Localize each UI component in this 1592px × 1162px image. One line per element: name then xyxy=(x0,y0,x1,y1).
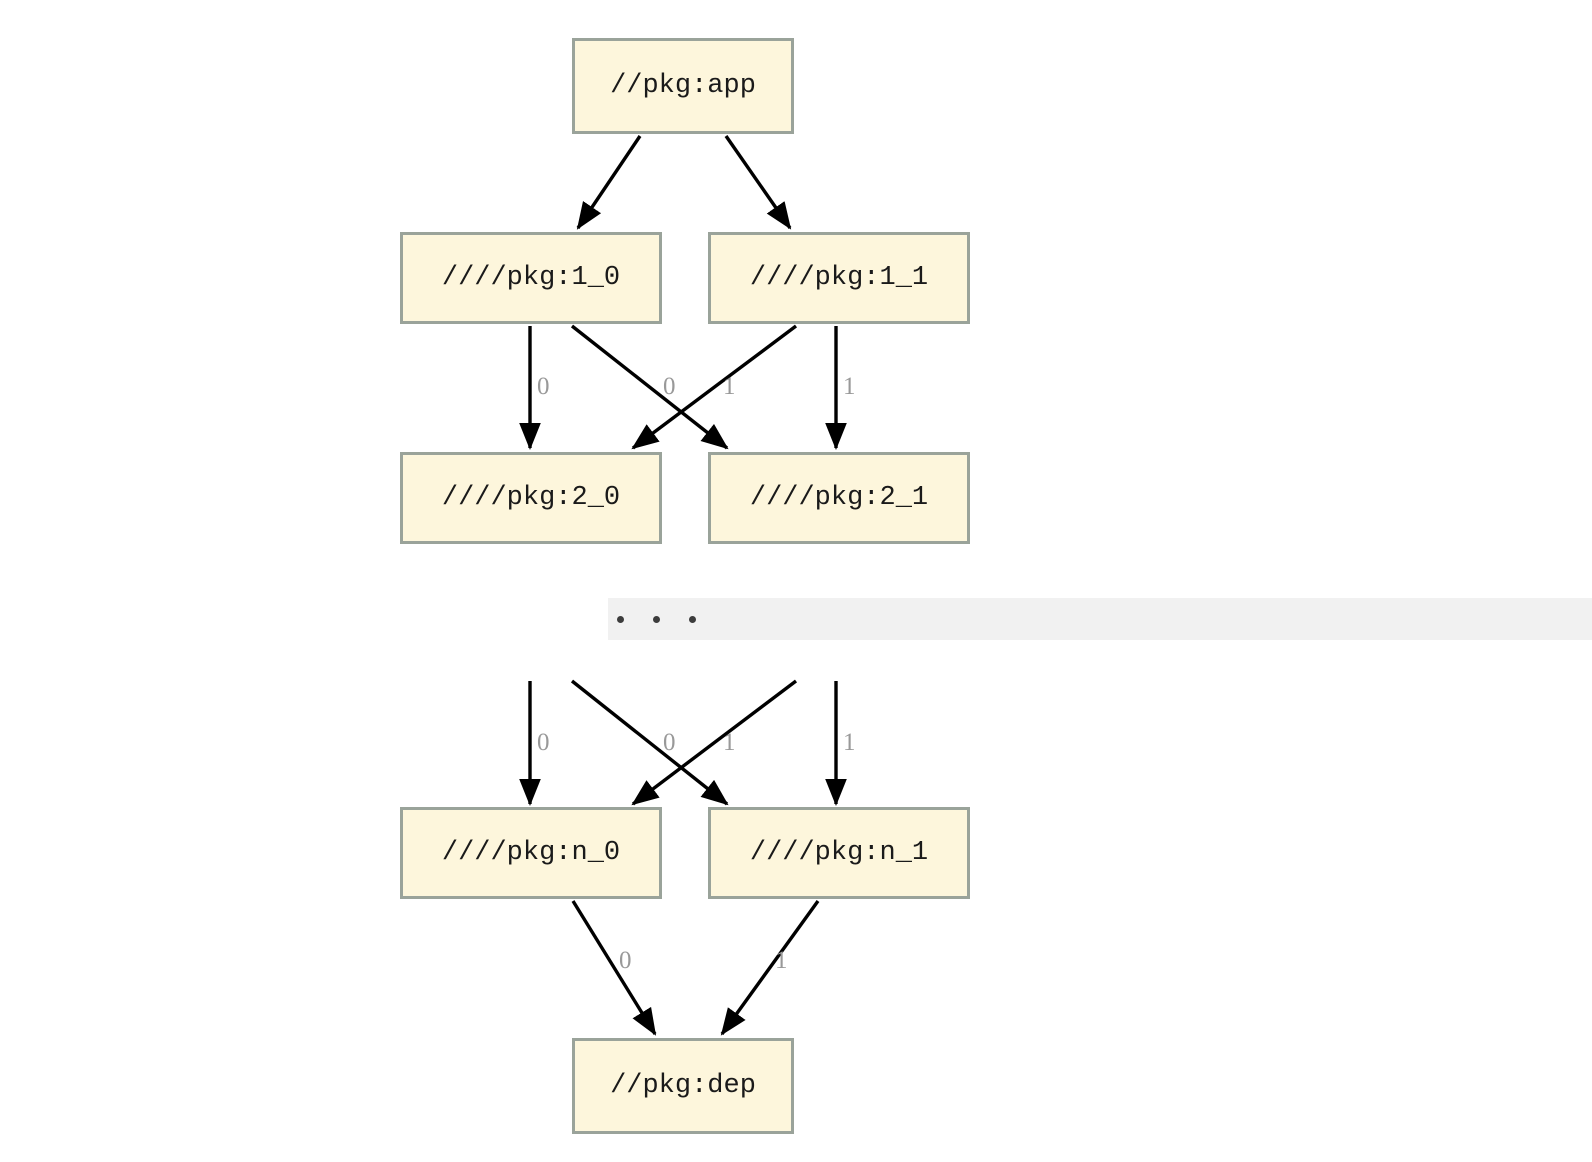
graph-edge xyxy=(720,900,820,1036)
node-label: ////pkg:2_0 xyxy=(441,483,621,513)
node-label: ////pkg:n_1 xyxy=(749,838,929,868)
node-label: ////pkg:2_1 xyxy=(749,483,929,513)
node-label: //pkg:app xyxy=(610,71,756,101)
graph-edge xyxy=(631,679,798,806)
node-pkg-1-0[interactable]: ////pkg:1_0 xyxy=(400,232,662,324)
graph-truncation-ellipsis xyxy=(608,598,1592,640)
edge-label: 1 xyxy=(843,729,856,756)
node-pkg-1-1[interactable]: ////pkg:1_1 xyxy=(708,232,970,324)
node-label: ////pkg:1_0 xyxy=(441,263,621,293)
graph-edge xyxy=(724,135,792,230)
graph-edge xyxy=(570,324,729,450)
edge-label: 0 xyxy=(537,729,550,756)
edge-label: 1 xyxy=(723,373,736,400)
edge-label: 0 xyxy=(663,373,676,400)
node-pkg-n-0[interactable]: ////pkg:n_0 xyxy=(400,807,662,899)
graph-edge xyxy=(570,679,729,806)
node-pkg-2-0[interactable]: ////pkg:2_0 xyxy=(400,452,662,544)
graph-edge xyxy=(571,900,657,1036)
edge-label: 1 xyxy=(843,373,856,400)
node-pkg-app[interactable]: //pkg:app xyxy=(572,38,794,134)
node-pkg-dep[interactable]: //pkg:dep xyxy=(572,1038,794,1134)
node-label: ////pkg:1_1 xyxy=(749,263,929,293)
node-pkg-n-1[interactable]: ////pkg:n_1 xyxy=(708,807,970,899)
graph-edge xyxy=(631,324,798,450)
graph-edge xyxy=(576,135,642,230)
node-pkg-2-1[interactable]: ////pkg:2_1 xyxy=(708,452,970,544)
edge-label: 1 xyxy=(775,947,788,974)
node-label: ////pkg:n_0 xyxy=(441,838,621,868)
ellipsis-dots-icon xyxy=(617,615,696,623)
edge-label: 0 xyxy=(619,947,632,974)
edge-label: 1 xyxy=(723,729,736,756)
edge-label: 0 xyxy=(537,373,550,400)
edge-label: 0 xyxy=(663,729,676,756)
node-label: //pkg:dep xyxy=(610,1071,756,1101)
